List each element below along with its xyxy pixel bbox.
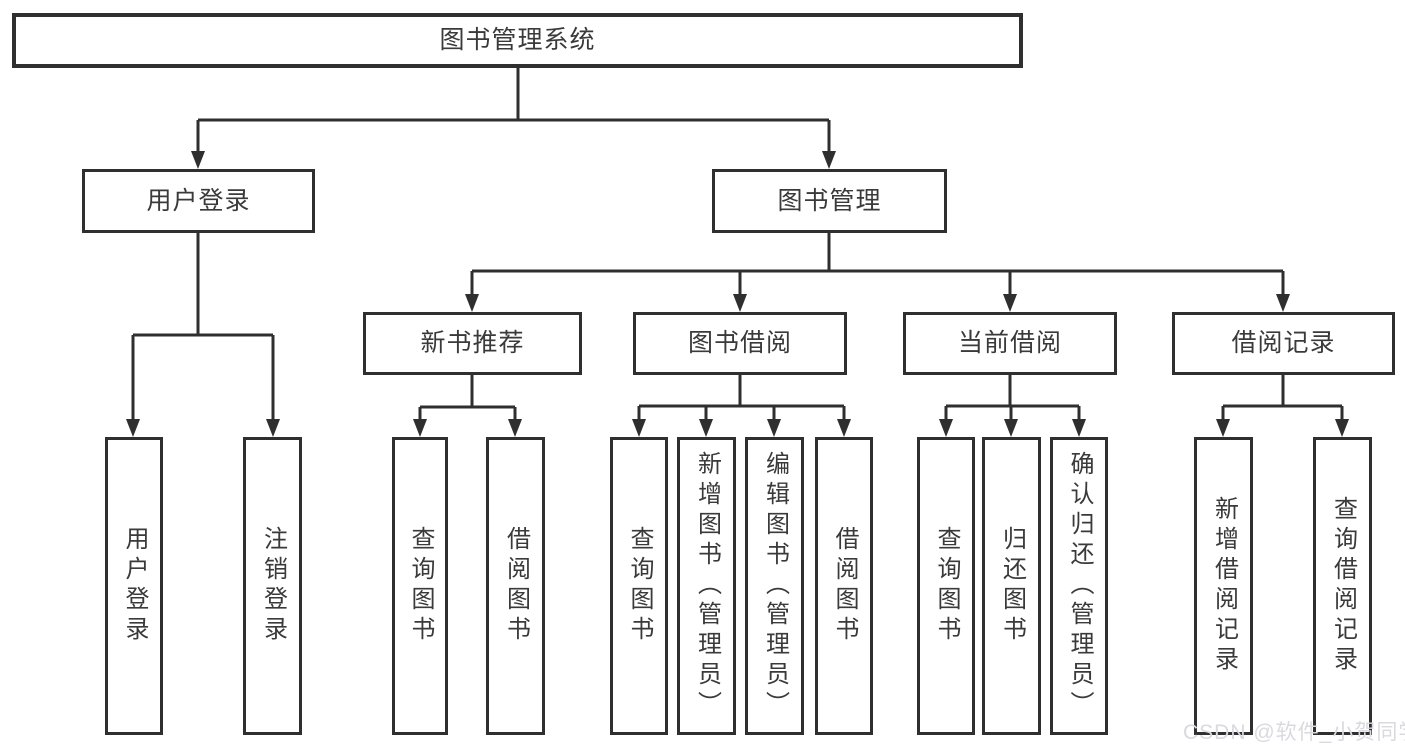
- node-leaf-user-login: 用户登录: [105, 437, 163, 735]
- node-leaf-records-query: 查询借阅记录: [1313, 437, 1372, 735]
- node-leaf-current-return: 归还图书: [982, 437, 1041, 735]
- node-leaf-borrow-query: 查询图书: [610, 437, 668, 735]
- node-leaf-current-return-label: 归还图书: [998, 526, 1026, 646]
- node-book-borrowing-label: 图书借阅: [687, 329, 792, 357]
- node-book-borrowing: 图书借阅: [633, 312, 847, 375]
- node-leaf-current-query-label: 查询图书: [933, 526, 960, 646]
- node-leaf-records-add: 新增借阅记录: [1194, 437, 1253, 735]
- node-new-book-recommend-label: 新书推荐: [420, 329, 525, 357]
- connector-records-to-leaves: [1216, 375, 1349, 437]
- node-leaf-borrow-add-admin-label: 新增图书（管理员）: [693, 451, 721, 721]
- csdn-watermark: CSDN @软件_小贺同学: [1183, 721, 1405, 744]
- node-current-borrowing: 当前借阅: [903, 312, 1117, 375]
- node-leaf-user-login-label: 用户登录: [121, 526, 148, 646]
- node-leaf-newbooks-query: 查询图书: [392, 437, 448, 735]
- connector-book-mgmt-to-level3: [465, 233, 1290, 312]
- node-leaf-newbooks-query-label: 查询图书: [407, 526, 434, 646]
- node-root-label: 图书管理系统: [439, 26, 596, 54]
- node-current-borrowing-label: 当前借阅: [957, 329, 1062, 357]
- node-leaf-borrow-edit-admin-label: 编辑图书（管理员）: [761, 451, 789, 721]
- node-leaf-records-add-label: 新增借阅记录: [1210, 496, 1238, 676]
- node-leaf-records-query-label: 查询借阅记录: [1329, 496, 1357, 676]
- node-user-login: 用户登录: [82, 169, 315, 233]
- node-leaf-borrow-borrow: 借阅图书: [815, 437, 873, 735]
- node-user-login-label: 用户登录: [146, 186, 251, 215]
- node-leaf-borrow-borrow-label: 借阅图书: [831, 526, 858, 646]
- node-leaf-newbooks-borrow-label: 借阅图书: [502, 526, 530, 646]
- node-leaf-borrow-edit-admin: 编辑图书（管理员）: [745, 437, 804, 735]
- node-leaf-newbooks-borrow: 借阅图书: [486, 437, 545, 735]
- node-leaf-logout-label: 注销登录: [259, 526, 287, 646]
- node-root-library-system: 图书管理系统: [12, 13, 1023, 68]
- connector-current-to-leaves: [939, 375, 1086, 437]
- node-leaf-current-confirm-admin-label: 确认归还（管理员）: [1066, 451, 1093, 721]
- node-leaf-logout: 注销登录: [243, 437, 302, 735]
- node-book-management-label: 图书管理: [777, 186, 882, 215]
- node-new-book-recommend: 新书推荐: [363, 312, 582, 375]
- node-leaf-current-query: 查询图书: [917, 437, 975, 735]
- node-book-management: 图书管理: [712, 169, 947, 233]
- connector-new-books-to-leaves: [413, 375, 522, 437]
- connector-borrow-to-leaves: [632, 375, 851, 437]
- connector-root-to-level2: [191, 68, 836, 169]
- connector-user-login-to-leaves: [126, 233, 280, 437]
- node-leaf-borrow-query-label: 查询图书: [626, 526, 653, 646]
- node-leaf-current-confirm-admin: 确认归还（管理员）: [1050, 437, 1108, 735]
- node-borrow-records: 借阅记录: [1172, 312, 1395, 375]
- node-leaf-borrow-add-admin: 新增图书（管理员）: [677, 437, 736, 735]
- node-borrow-records-label: 借阅记录: [1231, 329, 1336, 357]
